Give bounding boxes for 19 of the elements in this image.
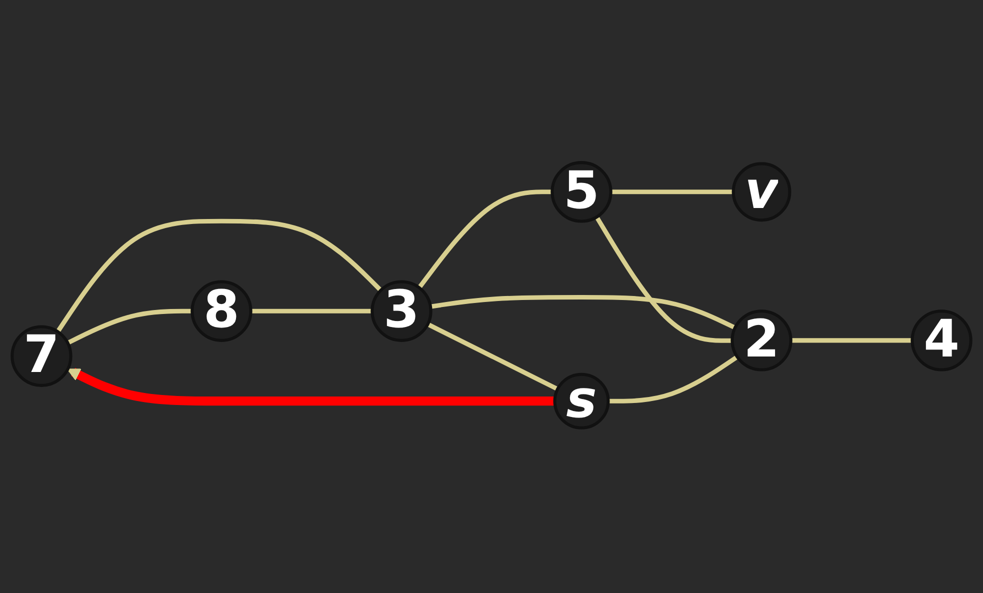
node-circle: 2 [730,310,792,372]
connector [790,338,912,343]
node-circle: 4 [910,310,972,372]
node-circle: 8 [190,280,252,342]
arrow [67,368,555,406]
node-circle: v [732,162,792,222]
connector [250,308,372,314]
node-circle: s [553,372,610,430]
node-circle: 3 [370,280,432,342]
connector [56,218,382,333]
connector [417,190,552,290]
connector [66,308,192,346]
connector [610,190,734,194]
connector [608,354,738,404]
node-circle: 5 [550,161,612,223]
connector [430,294,736,330]
connector [594,216,732,343]
connector [426,322,559,392]
node-circle: 7 [10,325,72,387]
